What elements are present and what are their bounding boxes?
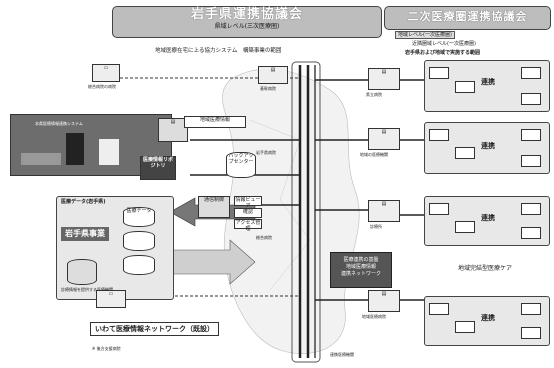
- hospital-node-3-label: 診療所: [370, 224, 382, 229]
- backup-label: バックアップセンター: [228, 153, 253, 165]
- center-hospital-node: ▤: [258, 66, 288, 84]
- db-cylinder-1: 医療データ: [123, 207, 155, 227]
- hospital-node-4: ▤: [368, 290, 400, 312]
- medical-data-panel: 医療データ(岩手県) 岩手県事業 医療データ 診療情報を提供する医療機関: [56, 196, 174, 300]
- router-box: 通信制御: [198, 196, 230, 218]
- cluster-2-center: 連携: [481, 141, 495, 151]
- cluster-1-center: 連携: [481, 77, 495, 87]
- secondary-sub-2: 近隣圏域レベル(一次医療圏): [412, 41, 476, 47]
- scale-note: 連携医療機関: [330, 352, 354, 357]
- callout-line-2: 地域医療情報: [331, 264, 391, 271]
- hospital-node-2: ▤: [368, 128, 400, 150]
- photo-caption: 本県医療情報連携システム: [35, 121, 105, 126]
- cluster-1: 連携: [424, 60, 550, 112]
- cluster-3-caption: 地域完結型医療ケア: [458, 266, 512, 272]
- viewer-box: 情報ビューア: [234, 196, 262, 206]
- secondary-council-title: 二次医療圏運携協議会: [385, 7, 550, 27]
- cluster-4: 連携: [424, 296, 550, 346]
- prefecture-council-title: 岩手県運携協議会: [113, 7, 381, 23]
- medical-repository: 医療情報リポジトリ: [140, 156, 176, 180]
- system-scope-label: 地域医療在宅に上る協力システム 構築事業の範囲: [155, 48, 281, 54]
- db-cylinder-2: [123, 231, 155, 251]
- access-box: アクセス管理: [234, 219, 262, 229]
- network-callout: 医療連携の基盤 地域医療情報 連携ネットワーク: [330, 252, 392, 288]
- secondary-council-header: 二次医療圏運携協議会: [384, 6, 551, 30]
- confirm-label: 確認: [243, 209, 253, 215]
- router-label: 通信制御: [204, 197, 224, 203]
- callout-line-3: 連携ネットワーク: [331, 271, 391, 278]
- regional-scope-label: 岩手県および地域で実施する範囲: [405, 50, 480, 56]
- hospital-node-1-label: 県立病院: [366, 92, 382, 97]
- bottom-left-terminal: ▭: [96, 290, 126, 308]
- data-panel-label: 医療データ(岩手県): [61, 199, 106, 205]
- hospital-node-2-label: 地域の医療機関: [360, 152, 388, 157]
- project-label-text: 岩手県事業: [65, 229, 105, 238]
- center-hospital-label: 基幹病院: [260, 86, 276, 91]
- db-cylinder-4: [67, 259, 97, 285]
- db-cylinder-3: [123, 255, 155, 275]
- callout-line-1: 医療連携の基盤: [331, 257, 391, 264]
- prefecture-council-header: 岩手県運携協議会 県域レベル(三次医療圏): [112, 6, 382, 38]
- node-label-6: 総合病院: [256, 235, 272, 240]
- cluster-2: 連携: [424, 122, 550, 174]
- left-hospital-terminal: ▭: [92, 64, 120, 82]
- backup-center: バックアップセンター: [226, 152, 256, 178]
- regional-info-label: 地域医療情報: [184, 116, 246, 128]
- footnote: ※ 後方支援病院: [92, 346, 121, 351]
- iwate-network-label: いわて医療情報ネットワーク（既設）: [90, 322, 219, 336]
- hospital-node-3: ▤: [368, 200, 400, 222]
- confirm-box: 確認: [234, 208, 262, 218]
- cluster-4-center: 連携: [481, 313, 495, 323]
- project-label: 岩手県事業: [61, 227, 109, 241]
- db-note: 医療データ: [126, 208, 151, 214]
- cluster-3: 連携: [424, 196, 550, 246]
- hospital-node-4-label: 地域医療病院: [362, 314, 386, 319]
- node-label-5: 岩手県病院: [256, 150, 276, 155]
- secondary-sub-1: 地域レベル(一次医療圏): [395, 31, 455, 39]
- repository-title: 医療情報リポジトリ: [143, 157, 173, 169]
- left-hospital-label: 総合病院の病院: [88, 84, 116, 89]
- prefecture-council-sub: 県域レベル(三次医療圏): [113, 23, 381, 31]
- cluster-3-center: 連携: [481, 213, 495, 223]
- hospital-node-1: ▤: [368, 68, 400, 90]
